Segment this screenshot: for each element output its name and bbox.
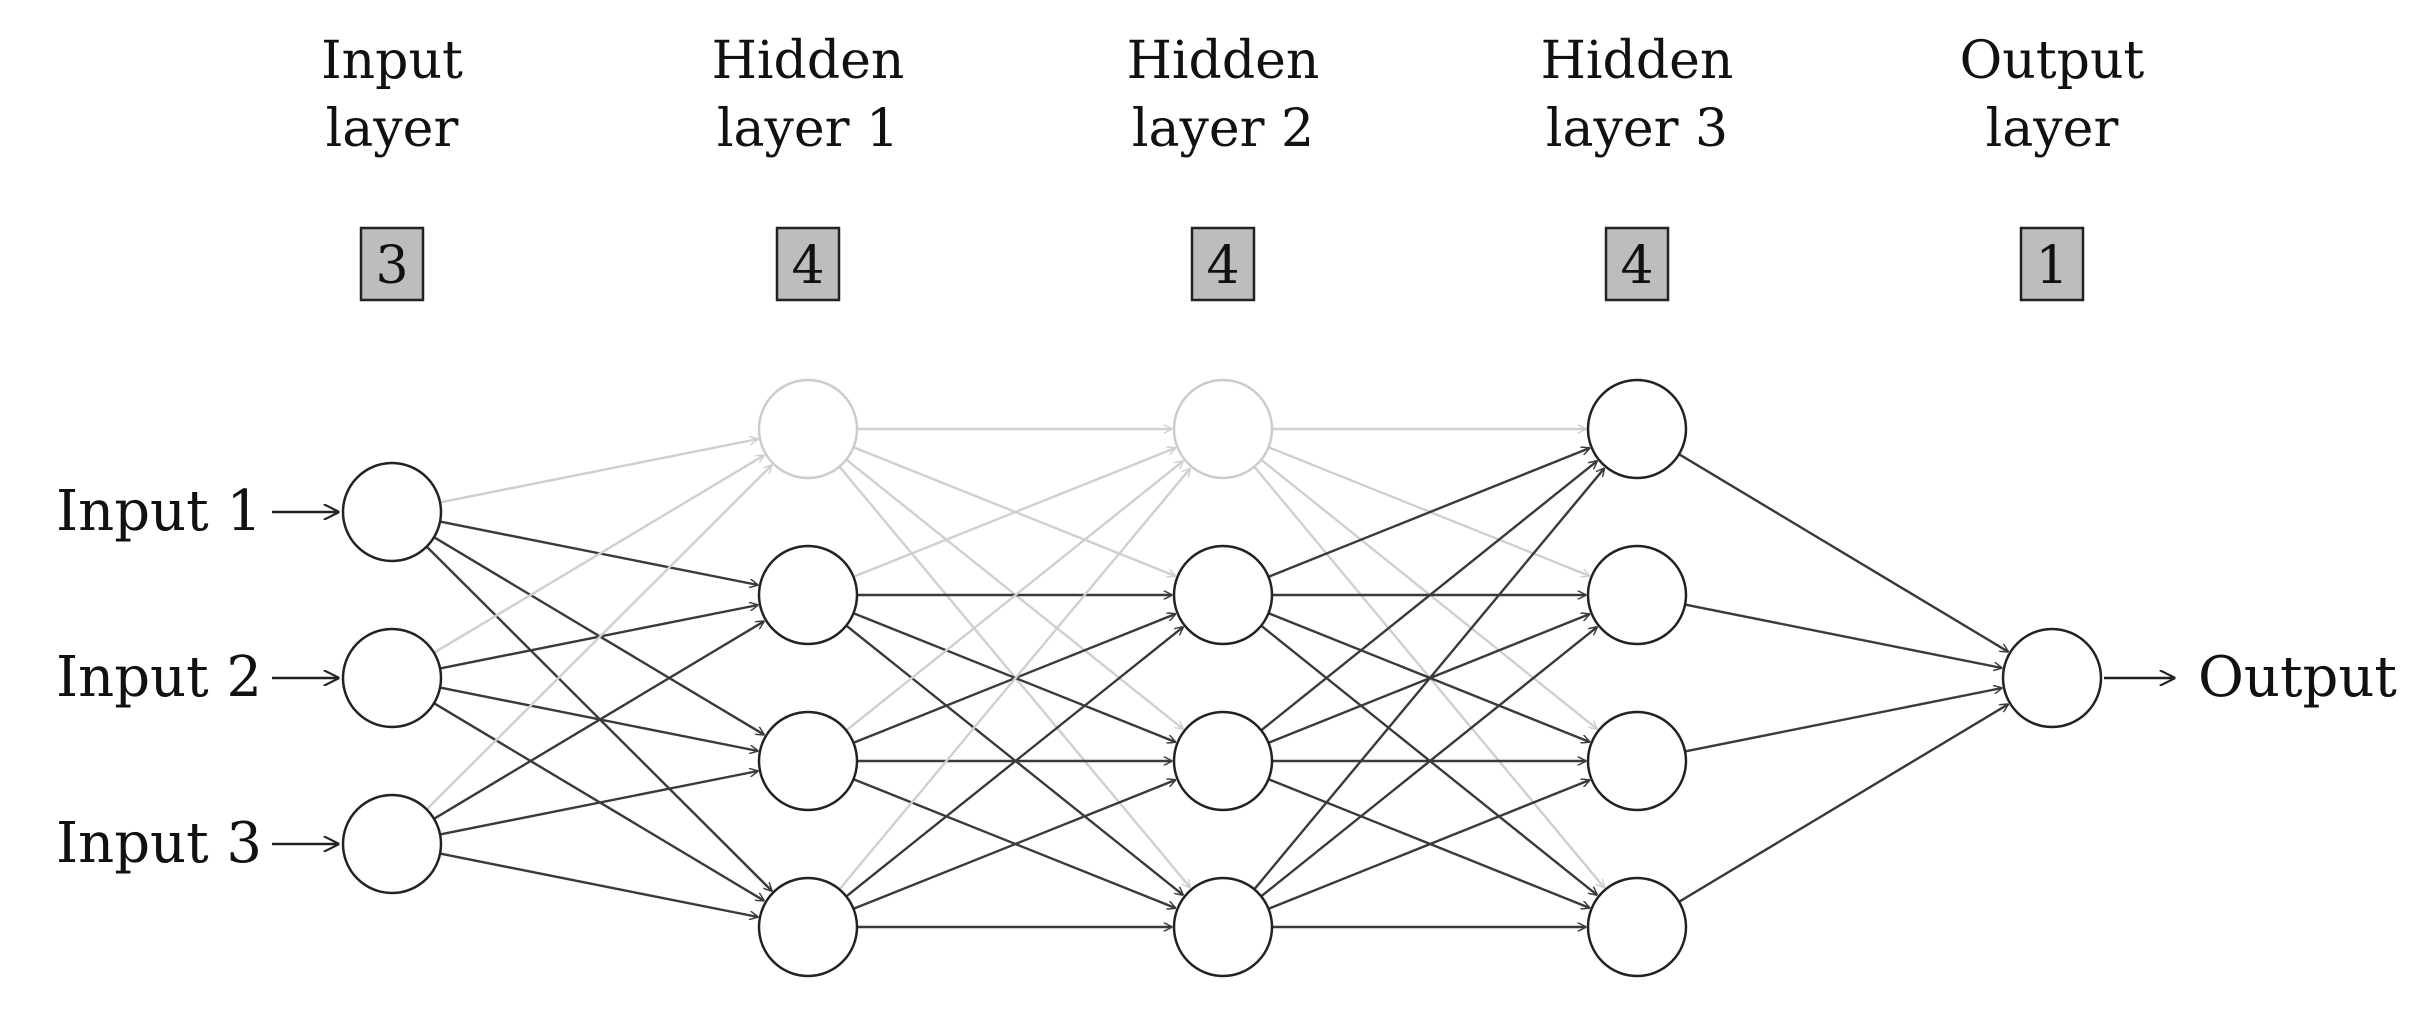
neuron-layer2-2: [1172, 544, 1274, 646]
layer-header-hidden-3: Hidden layer 3 4: [1541, 31, 1734, 302]
layer-count-hidden-3: 4: [1620, 236, 1653, 296]
neuron-layer0-3: [341, 793, 443, 895]
edge-l3n3-l4n1: [1684, 688, 2002, 753]
neuron-layer3-2: [1586, 544, 1688, 646]
edge-l0n3-l1n2: [433, 621, 764, 820]
neuron-layer3-4: [1586, 876, 1688, 978]
layer-header-output: Output layer 1: [1960, 31, 2145, 302]
edge-l3n2-l4n1: [1684, 603, 2002, 668]
edge-l1n2-l2n1: [853, 448, 1176, 578]
edge-l1n4-l2n2: [845, 627, 1183, 898]
neuron-layer3-1: [1586, 378, 1688, 480]
neuron-layer0-1: [341, 461, 443, 563]
layer-count-box-hidden-1: [775, 226, 841, 302]
layer-count-hidden-2: 4: [1206, 236, 1239, 296]
neurons: [341, 378, 2103, 978]
edge-l1n4-l2n1: [838, 468, 1190, 891]
edge-l2n4-l3n1: [1253, 468, 1604, 891]
edge-l2n2-l3n1: [1268, 448, 1590, 578]
layer-count-input: 3: [375, 236, 408, 296]
layer-title-output-line2: layer: [1986, 99, 2119, 159]
layer-title-input-line2: layer: [326, 99, 459, 159]
layer-title-input-line1: Input: [321, 31, 463, 91]
edge-l3n1-l4n1: [1678, 453, 2008, 652]
layer-count-box-hidden-2: [1190, 226, 1256, 302]
layer-count-box-input: [359, 226, 425, 302]
neuron-layer2-4: [1172, 876, 1274, 978]
output-annotation: Output: [2104, 645, 2397, 710]
edge-l1n4-l2n3: [853, 780, 1176, 910]
edge-l2n4-l3n3: [1268, 780, 1590, 910]
layer-title-hidden-3-line1: Hidden: [1541, 31, 1734, 91]
edge-l2n4-l3n2: [1260, 627, 1597, 898]
edge-l0n2-l1n1: [433, 455, 764, 654]
layer-count-hidden-1: 4: [791, 236, 824, 296]
neuron-layer3-3: [1586, 710, 1688, 812]
neuron-layer1-2: [757, 544, 859, 646]
layer-title-hidden-1-line2: layer 1: [717, 99, 899, 159]
neuron-layer1-3: [757, 710, 859, 812]
layer-count-output: 1: [2035, 236, 2068, 296]
layer-title-hidden-2-line2: layer 2: [1132, 99, 1314, 159]
layer-title-hidden-1-line1: Hidden: [712, 31, 905, 91]
neuron-layer1-1: [757, 378, 859, 480]
layer-count-box-hidden-3: [1604, 226, 1670, 302]
neuron-layer2-1: [1172, 378, 1274, 480]
edge-l0n3-l1n3: [439, 771, 758, 836]
layer-title-hidden-3-line2: layer 3: [1546, 99, 1728, 159]
layer-header-input: Input layer 3: [321, 31, 463, 302]
layer-title-output-line1: Output: [1960, 31, 2145, 91]
connection-edges: [425, 429, 2009, 927]
input-label-2: Input 2: [56, 645, 262, 710]
edge-l0n3-l1n1: [425, 465, 772, 811]
layer-count-box-output: [2019, 226, 2085, 302]
edge-l1n3-l2n1: [845, 461, 1183, 732]
neuron-layer2-3: [1172, 710, 1274, 812]
edge-l0n3-l1n4: [439, 852, 758, 917]
neuron-layer0-2: [341, 627, 443, 729]
input-label-3: Input 3: [56, 811, 262, 876]
layer-title-hidden-2-line1: Hidden: [1127, 31, 1320, 91]
edge-l3n4-l4n1: [1678, 704, 2008, 903]
input-labels: Input 1 Input 2 Input 3: [56, 479, 338, 876]
layer-header-hidden-2: Hidden layer 2 4: [1127, 31, 1320, 302]
layer-header-hidden-1: Hidden layer 1 4: [712, 31, 905, 302]
neuron-layer4-1: [2001, 627, 2103, 729]
input-label-1: Input 1: [56, 479, 262, 544]
neuron-layer1-4: [757, 876, 859, 978]
edge-l0n1-l1n1: [439, 439, 758, 504]
edge-l2n3-l3n1: [1260, 461, 1597, 732]
output-label: Output: [2198, 645, 2397, 710]
